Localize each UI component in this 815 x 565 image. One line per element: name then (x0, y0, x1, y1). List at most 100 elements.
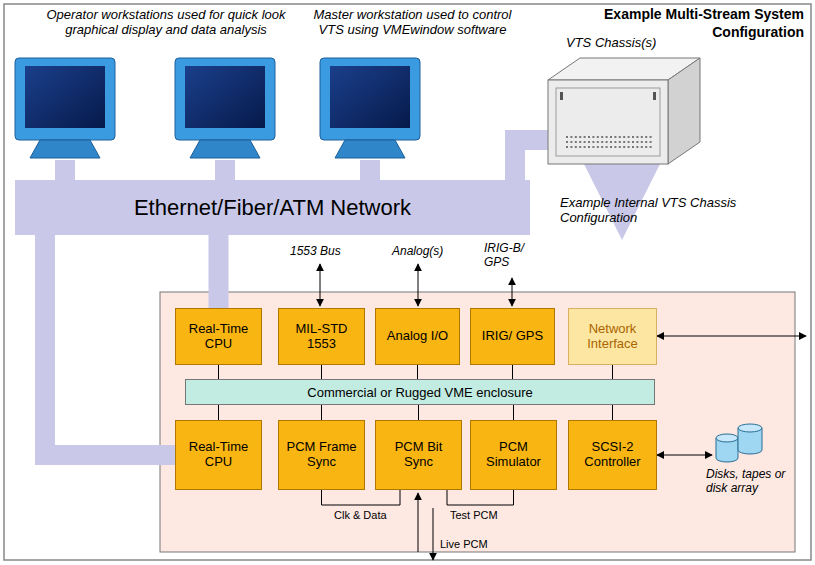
bus-band: Commercial or Rugged VME enclosure (185, 379, 655, 405)
vent-hole (632, 141, 634, 143)
process-box: MIL-STD 1553 (278, 308, 365, 365)
vent-hole (632, 136, 634, 138)
part-label: VTS Chassis(s) (566, 36, 686, 51)
vent-hole (636, 146, 638, 148)
vent-hole (566, 141, 568, 143)
bus-line (218, 405, 219, 420)
vent-hole (628, 136, 630, 138)
vent-hole (592, 146, 594, 148)
vent-hole (614, 136, 616, 138)
node-text: Ethernet/Fiber/ATM Network (134, 195, 411, 221)
vent-hole (579, 136, 581, 138)
vent-hole (579, 146, 581, 148)
vent-hole (623, 136, 625, 138)
vent-hole (570, 136, 572, 138)
outer-frame (4, 4, 811, 560)
vent-hole (597, 146, 599, 148)
chassis-region (160, 292, 795, 552)
edge-label: Clk & Data (332, 509, 389, 522)
network-band: Ethernet/Fiber/ATM Network (15, 180, 530, 235)
bus-line (218, 365, 219, 379)
vent-hole (588, 141, 590, 143)
node-text: Commercial or Rugged VME enclosure (307, 385, 532, 400)
caption-text: Operator workstations used for quick loo… (36, 8, 296, 38)
caption-text: Example Internal VTS Chassis Configurati… (560, 196, 765, 226)
vent-hole (636, 136, 638, 138)
bus-line (417, 365, 418, 379)
vent-hole (650, 136, 652, 138)
vent-hole (592, 136, 594, 138)
vent-hole (636, 141, 638, 143)
vent-hole (601, 141, 603, 143)
disk-icon (716, 424, 762, 462)
process-box: PCM Simulator (470, 420, 557, 490)
vent-hole (584, 136, 586, 138)
process-box: Real-Time CPU (175, 420, 262, 490)
vent-hole (601, 136, 603, 138)
vent-hole (623, 141, 625, 143)
vent-hole (575, 141, 577, 143)
bus-line (321, 405, 322, 420)
network-link (209, 235, 229, 308)
bus-line (418, 405, 419, 420)
vent-hole (606, 136, 608, 138)
vent-hole (597, 136, 599, 138)
vent-hole (632, 146, 634, 148)
caption-text: Master workstation used to control VTS u… (300, 8, 525, 38)
bus-line (447, 490, 514, 505)
vent-hole (645, 141, 647, 143)
vent-hole (601, 146, 603, 148)
process-box: Network Interface (568, 308, 657, 365)
process-box: SCSI-2 Controller (568, 420, 657, 490)
node-text: Real-Time CPU (180, 322, 257, 352)
vent-hole (645, 136, 647, 138)
vent-hole (645, 146, 647, 148)
node-text: SCSI-2 Controller (573, 440, 652, 470)
vent-hole (610, 136, 612, 138)
vent-hole (619, 146, 621, 148)
vent-hole (592, 141, 594, 143)
vent-hole (614, 141, 616, 143)
bus-line (612, 405, 613, 420)
process-box: PCM Frame Sync (278, 420, 365, 490)
process-box: PCM Bit Sync (375, 420, 462, 490)
vent-hole (619, 141, 621, 143)
node-text: IRIG/ GPS (482, 329, 543, 344)
node-text: MIL-STD 1553 (283, 322, 360, 352)
vent-hole (606, 146, 608, 148)
vent-hole (650, 146, 652, 148)
zoom-arrow (616, 168, 628, 180)
vent-hole (623, 146, 625, 148)
process-box: Real-Time CPU (175, 308, 262, 365)
vent-hole (619, 136, 621, 138)
node-text: Network Interface (573, 322, 652, 352)
vent-hole (570, 146, 572, 148)
network-link (45, 235, 175, 455)
vent-hole (584, 146, 586, 148)
vent-hole (588, 136, 590, 138)
vent-hole (641, 141, 643, 143)
vent-hole (610, 146, 612, 148)
vent-hole (641, 146, 643, 148)
signal-label: Analog(s) (392, 245, 462, 259)
vent-hole (610, 141, 612, 143)
node-text: PCM Simulator (475, 440, 552, 470)
vent-hole (597, 141, 599, 143)
vent-hole (650, 141, 652, 143)
bus-line (513, 405, 514, 420)
vent-hole (628, 141, 630, 143)
bus-line (612, 365, 613, 379)
network-drop (55, 160, 380, 182)
vent-hole (575, 146, 577, 148)
vent-hole (584, 141, 586, 143)
edge-label: Test PCM (448, 509, 500, 522)
bus-line (512, 365, 513, 379)
vent-hole (570, 141, 572, 143)
vent-hole (566, 146, 568, 148)
signal-label: 1553 Bus (290, 245, 360, 259)
vent-hole (579, 141, 581, 143)
network-drop (515, 140, 548, 182)
vent-hole (606, 141, 608, 143)
node-text: Real-Time CPU (180, 440, 257, 470)
